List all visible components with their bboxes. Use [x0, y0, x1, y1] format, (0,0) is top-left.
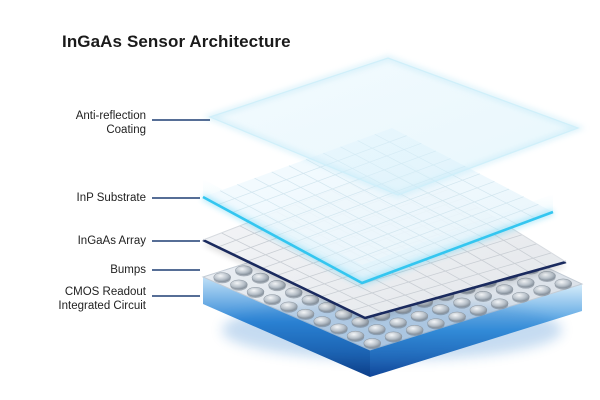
bump [405, 324, 424, 335]
bump [363, 338, 382, 348]
bump [346, 330, 365, 341]
bump [427, 318, 445, 329]
bump [313, 316, 331, 326]
bump [533, 285, 551, 295]
arc-edge [208, 57, 580, 196]
label-cmos-readout: CMOS Readout Integrated Circuit [58, 286, 146, 312]
anti-reflection-coating-layer [202, 55, 586, 198]
bump [410, 310, 429, 321]
bump [213, 272, 231, 283]
bump [554, 278, 573, 289]
bump [263, 294, 281, 305]
label-anti-reflection-coating: Anti-reflection Coating [75, 110, 146, 136]
bump [453, 297, 471, 308]
bump [448, 311, 466, 322]
bump [490, 298, 509, 309]
label-inp-substrate: InP Substrate [76, 192, 146, 204]
label-ingaas-array: InGaAs Array [77, 235, 146, 247]
bump [280, 301, 298, 312]
leader-lines [152, 119, 210, 297]
bump [431, 304, 450, 314]
bump [230, 279, 248, 290]
label-bumps: Bumps [110, 264, 146, 276]
bump [384, 331, 403, 342]
inp-front-edge-glow [201, 194, 555, 287]
bump [389, 317, 407, 328]
diagram-title: InGaAs Sensor Architecture [62, 32, 291, 51]
array-front-edge [202, 238, 567, 320]
bump [368, 324, 386, 334]
bump [330, 323, 348, 334]
bump [512, 291, 530, 302]
bump [474, 291, 492, 301]
bump [296, 308, 315, 319]
bump [469, 305, 488, 315]
bump [495, 284, 514, 295]
bump [251, 272, 270, 283]
bump [235, 265, 253, 276]
bump [246, 286, 265, 297]
